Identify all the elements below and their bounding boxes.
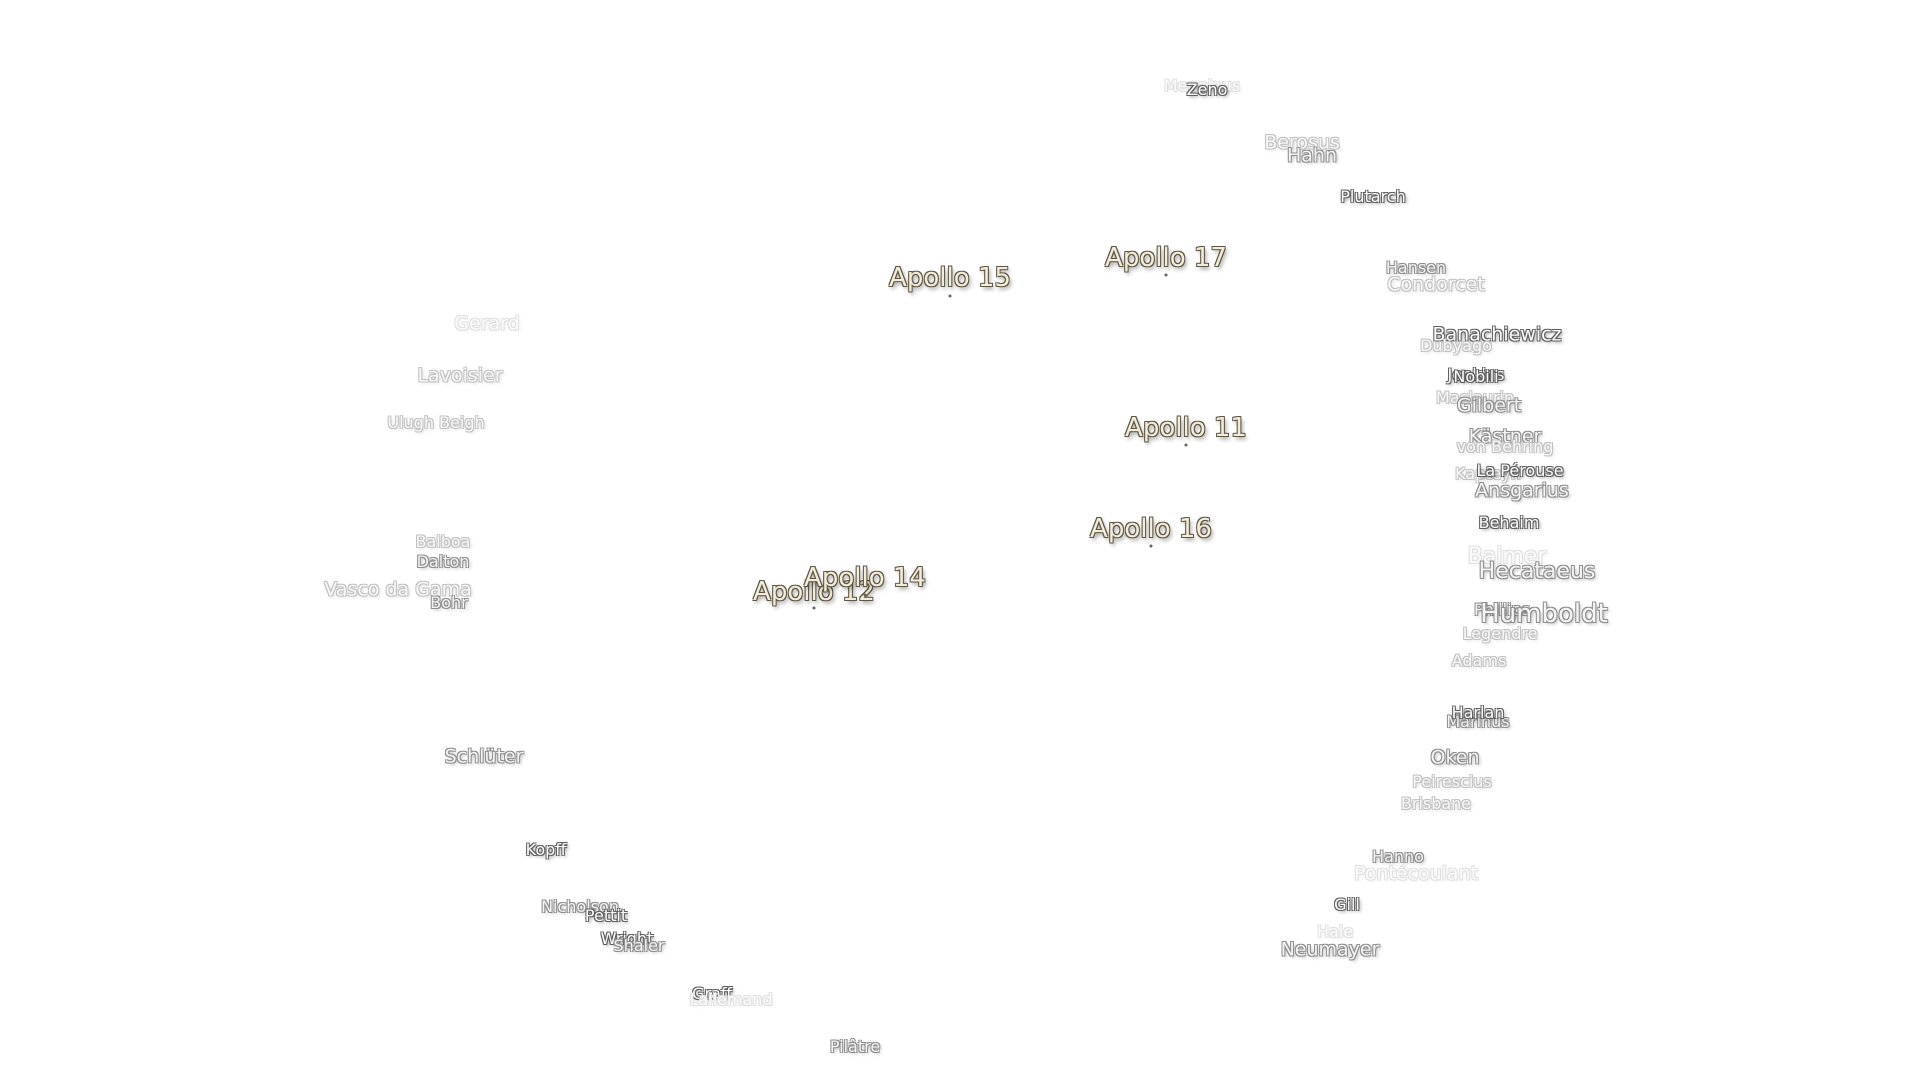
crater-label-balboa[interactable]: Balboa	[415, 532, 471, 551]
crater-label-la-perouse[interactable]: La Pérouse	[1476, 461, 1564, 480]
crater-label-hansen[interactable]: Hansen	[1385, 258, 1447, 277]
crater-label-marinus[interactable]: Marinus	[1446, 712, 1510, 731]
crater-label-pettit[interactable]: Pettit	[584, 906, 628, 925]
crater-label-schluter[interactable]: Schlüter	[444, 745, 524, 768]
crater-label-phillips[interactable]: Phillips	[1473, 600, 1531, 619]
crater-label-berosus[interactable]: Berosus	[1264, 131, 1340, 154]
crater-label-kastner[interactable]: Kästner	[1468, 425, 1542, 448]
crater-label-bohr[interactable]: Bohr	[430, 593, 468, 612]
apollo-site-label-apollo-17[interactable]: Apollo 17	[1105, 243, 1227, 273]
crater-label-hanno[interactable]: Hanno	[1372, 847, 1424, 866]
crater-label-humboldt[interactable]: Humboldt	[1480, 599, 1608, 629]
crater-label-kapteyn[interactable]: Kapteyn	[1455, 464, 1521, 483]
crater-label-kopff[interactable]: Kopff	[525, 840, 567, 859]
landing-site-marker[interactable]	[812, 606, 816, 610]
crater-label-gill[interactable]: Gill	[1334, 895, 1360, 914]
crater-label-wright[interactable]: Wright	[600, 929, 654, 948]
crater-label-maclaurin[interactable]: Maclaurin	[1436, 388, 1514, 407]
crater-label-harlan[interactable]: Harlan	[1451, 703, 1505, 722]
crater-label-menelaus[interactable]: Menelaus	[1163, 76, 1241, 95]
crater-label-hahn[interactable]: Hahn	[1286, 144, 1338, 167]
crater-label-dalton[interactable]: Dalton	[416, 552, 470, 571]
crater-label-dubyago[interactable]: Dubyago	[1420, 336, 1492, 355]
apollo-site-label-apollo-14[interactable]: Apollo 14	[804, 563, 926, 593]
crater-label-brisbane[interactable]: Brisbane	[1400, 794, 1472, 813]
landing-site-marker[interactable]	[1149, 544, 1153, 548]
crater-label-shaler[interactable]: Shaler	[613, 936, 665, 955]
crater-label-hecataeus[interactable]: Hecataeus	[1478, 559, 1596, 584]
crater-label-graff[interactable]: Graff	[692, 984, 732, 1003]
crater-label-vasco-da-gama[interactable]: Vasco da Gama	[324, 578, 472, 601]
crater-label-ansgarius[interactable]: Ansgarius	[1475, 479, 1569, 502]
crater-label-jenkins[interactable]: Jenkins	[1447, 365, 1505, 384]
crater-label-behaim[interactable]: Behaim	[1478, 513, 1540, 532]
apollo-site-label-apollo-16[interactable]: Apollo 16	[1090, 514, 1212, 544]
crater-label-zeno[interactable]: Zeno	[1186, 80, 1228, 99]
crater-label-gilbert[interactable]: Gilbert	[1456, 394, 1522, 417]
crater-label-balmer[interactable]: Balmer	[1467, 544, 1547, 569]
crater-label-oken[interactable]: Oken	[1430, 746, 1480, 769]
crater-label-neumayer[interactable]: Neumayer	[1280, 938, 1380, 961]
crater-label-nicholson[interactable]: Nicholson	[541, 897, 619, 916]
landing-site-marker[interactable]	[863, 593, 867, 597]
crater-label-plutarch[interactable]: Plutarch	[1340, 187, 1406, 206]
crater-label-legendre[interactable]: Legendre	[1462, 624, 1538, 643]
apollo-site-label-apollo-12[interactable]: Apollo 12	[753, 577, 875, 607]
crater-label-condorcet[interactable]: Condorcet	[1387, 273, 1485, 296]
crater-label-pontecoulant[interactable]: Pontécoulant	[1353, 862, 1479, 885]
crater-label-ulugh-beigh[interactable]: Ulugh Beigh	[387, 413, 485, 432]
crater-label-peirescius[interactable]: Peirescius	[1412, 772, 1492, 791]
crater-label-nobili[interactable]: Nobili	[1453, 367, 1499, 386]
crater-label-hale[interactable]: Hale	[1316, 922, 1354, 941]
landing-site-marker[interactable]	[948, 294, 952, 298]
apollo-site-label-apollo-11[interactable]: Apollo 11	[1125, 413, 1247, 443]
crater-label-lallemand[interactable]: Lallemand	[689, 990, 773, 1009]
landing-site-marker[interactable]	[1164, 273, 1168, 277]
crater-label-lavoisier[interactable]: Lavoisier	[417, 364, 503, 387]
crater-label-adams[interactable]: Adams	[1451, 651, 1507, 670]
landing-site-marker[interactable]	[1184, 443, 1188, 447]
crater-label-gerard[interactable]: Gerard	[454, 312, 520, 335]
apollo-site-label-apollo-15[interactable]: Apollo 15	[889, 263, 1011, 293]
crater-label-von-behring[interactable]: von Behring	[1456, 437, 1554, 456]
crater-label-pilatre[interactable]: Pilâtre	[829, 1037, 881, 1056]
crater-label-banachiewicz[interactable]: Banachiewicz	[1432, 323, 1562, 346]
